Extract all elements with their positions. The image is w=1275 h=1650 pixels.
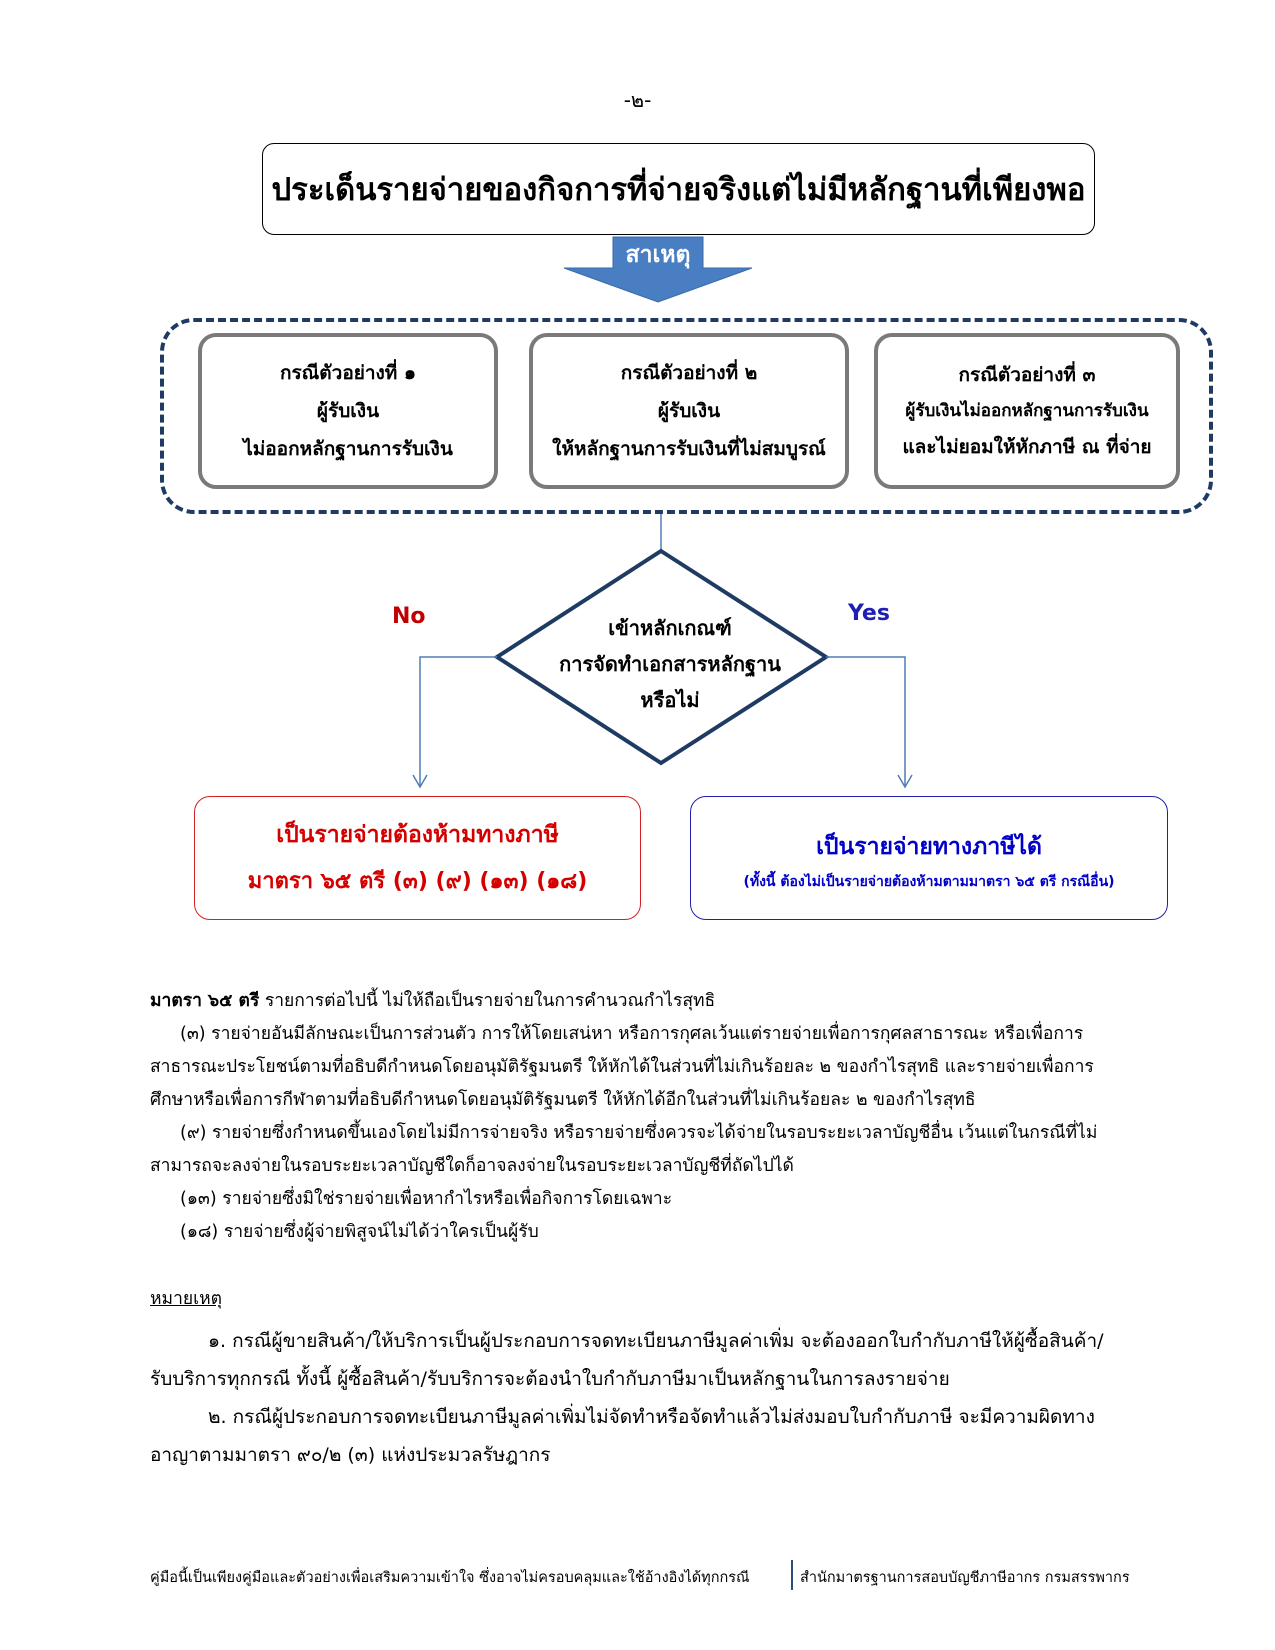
footer-office: สำนักมาตรฐานการสอบบัญชีภาษีอากร กรมสรรพา… [800,1570,1130,1586]
case-line: ให้หลักฐานการรับเงินที่ไม่สมบูรณ์ [552,438,826,460]
case-heading: กรณีตัวอย่างที่ ๑ [279,362,417,384]
note-item: ๑. กรณีผู้ขายสินค้า/ให้บริการเป็นผู้ประก… [150,1330,1104,1390]
decision-line: การจัดทำเอกสารหลักฐาน [559,652,781,676]
law-section-label: มาตรา ๖๕ ตรี [150,991,260,1011]
case-2-box: กรณีตัวอย่างที่ ๒ ผู้รับเงิน ให้หลักฐานก… [529,333,849,489]
law-item: (๑๘) รายจ่ายซึ่งผู้จ่ายพิสูจน์ไม่ได้ว่าใ… [180,1222,539,1242]
yes-arrowhead [897,774,913,789]
yes-label: Yes [848,601,890,626]
law-item: (๑๓) รายจ่ายซึ่งมิใช่รายจ่ายเพื่อหากำไรห… [180,1189,673,1209]
result-allowed-box: เป็นรายจ่ายทางภาษีได้ (ทั้งนี้ ต้องไม่เป… [690,796,1168,920]
case-heading: กรณีตัวอย่างที่ ๓ [958,364,1096,386]
case-line: ผู้รับเงิน [657,400,721,422]
page-number: -๒- [623,88,652,112]
yes-connector [826,656,906,787]
result-allowed-heading: เป็นรายจ่ายทางภาษีได้ [816,834,1042,860]
case-line: ผู้รับเงินไม่ออกหลักฐานการรับเงิน [905,401,1149,421]
decision-text: เข้าหลักเกณฑ์ การจัดทำเอกสารหลักฐาน หรือ… [530,610,810,718]
notes-section: หมายเหตุ ๑. กรณีผู้ขายสินค้า/ให้บริการเป… [150,1280,1125,1474]
page-title: ประเด็นรายจ่ายของกิจการที่จ่ายจริงแต่ไม่… [271,172,1086,208]
no-arrowhead [412,774,428,789]
no-label: No [392,604,426,629]
law-item: (๓) รายจ่ายอันมีลักษณะเป็นการส่วนตัว การ… [150,1024,1094,1110]
footer-divider [791,1560,793,1590]
case-1-box: กรณีตัวอย่างที่ ๑ ผู้รับเงิน ไม่ออกหลักฐ… [198,333,498,489]
decision-diamond [493,548,830,766]
result-disallowed-box: เป็นรายจ่ายต้องห้ามทางภาษี มาตรา ๖๕ ตรี … [194,796,641,920]
case-heading: กรณีตัวอย่างที่ ๒ [620,362,758,384]
cause-label: สาเหตุ [625,242,691,268]
case-line: และไม่ยอมให้หักภาษี ณ ที่จ่าย [902,436,1152,458]
case-line: ไม่ออกหลักฐานการรับเงิน [243,438,453,460]
cause-arrow [563,236,753,303]
decision-line: หรือไม่ [640,688,700,712]
no-connector [419,656,497,787]
result-disallowed-heading: เป็นรายจ่ายต้องห้ามทางภาษี [276,822,559,848]
footer-disclaimer: คู่มือนี้เป็นเพียงคู่มือและตัวอย่างเพื่อ… [150,1570,750,1586]
decision-line: เข้าหลักเกณฑ์ [608,616,732,640]
law-heading-line: มาตรา ๖๕ ตรี รายการต่อไปนี้ ไม่ให้ถือเป็… [150,985,1125,1018]
cases-frame [160,318,1213,514]
title-box: ประเด็นรายจ่ายของกิจการที่จ่ายจริงแต่ไม่… [262,143,1095,235]
result-allowed-note: (ทั้งนี้ ต้องไม่เป็นรายจ่ายต้องห้ามตามมา… [743,874,1115,890]
law-item: (๙) รายจ่ายซึ่งกำหนดขึ้นเองโดยไม่มีการจ่… [150,1123,1098,1176]
notes-heading: หมายเหตุ [150,1289,223,1309]
case-line: ผู้รับเงิน [316,400,380,422]
law-section: มาตรา ๖๕ ตรี รายการต่อไปนี้ ไม่ให้ถือเป็… [150,985,1125,1249]
case-3-box: กรณีตัวอย่างที่ ๓ ผู้รับเงินไม่ออกหลักฐา… [874,333,1180,489]
note-item: ๒. กรณีผู้ประกอบการจดทะเบียนภาษีมูลค่าเพ… [150,1406,1095,1466]
result-disallowed-section: มาตรา ๖๕ ตรี (๓) (๙) (๑๓) (๑๘) [247,869,588,894]
law-section-text: รายการต่อไปนี้ ไม่ให้ถือเป็นรายจ่ายในการ… [259,991,716,1011]
